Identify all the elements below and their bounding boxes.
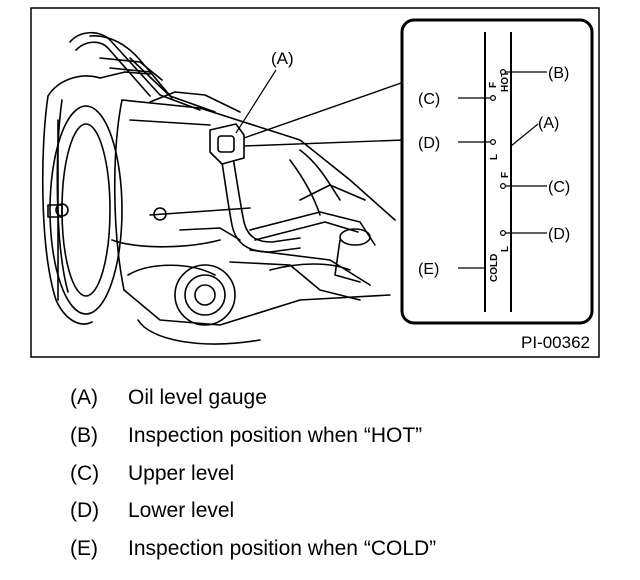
marking-f-right: F (500, 172, 511, 178)
callout-a-right: (A) (538, 115, 559, 132)
legend-text: Inspection position when “COLD” (128, 537, 437, 560)
callout-d-left: (D) (418, 135, 440, 152)
legend-item-c: (C) Upper level (0, 459, 640, 489)
marking-hot: HOT (500, 71, 511, 92)
marking-cold: COLD (489, 254, 500, 282)
transmission-illustration (41, 31, 396, 345)
legend-item-d: (D) Lower level (0, 496, 640, 526)
legend-text: Oil level gauge (128, 386, 267, 409)
callout-b-right: (B) (548, 65, 569, 82)
legend-text: Lower level (128, 499, 235, 522)
callout-a-main: (A) (271, 49, 294, 68)
legend: (A) Oil level gauge (B) Inspection posit… (0, 380, 640, 580)
marking-f-left: F (488, 82, 499, 88)
figure-code: PI-00362 (521, 333, 590, 352)
legend-key: (A) (70, 386, 98, 409)
legend-text: Inspection position when “HOT” (128, 424, 423, 447)
legend-key: (C) (70, 462, 100, 485)
marking-l-right: L (500, 246, 511, 252)
gauge-detail-inset (400, 18, 594, 325)
legend-key: (E) (70, 537, 98, 560)
legend-item-b: (B) Inspection position when “HOT” (0, 421, 640, 451)
legend-key: (D) (70, 499, 100, 522)
legend-key: (B) (70, 424, 98, 447)
legend-item-e: (E) Inspection position when “COLD” (0, 534, 640, 564)
legend-text: Upper level (128, 462, 235, 485)
marking-l-left: L (489, 154, 500, 160)
callout-c-left: (C) (418, 91, 440, 108)
callout-c-right: (C) (548, 179, 570, 196)
transmission-diagram: (A) F L HOT F L COLD (C) (D) (E) (B) (A)… (30, 7, 600, 358)
legend-item-a: (A) Oil level gauge (0, 383, 640, 413)
callout-e-left: (E) (418, 261, 439, 278)
callout-d-right: (D) (548, 226, 570, 243)
